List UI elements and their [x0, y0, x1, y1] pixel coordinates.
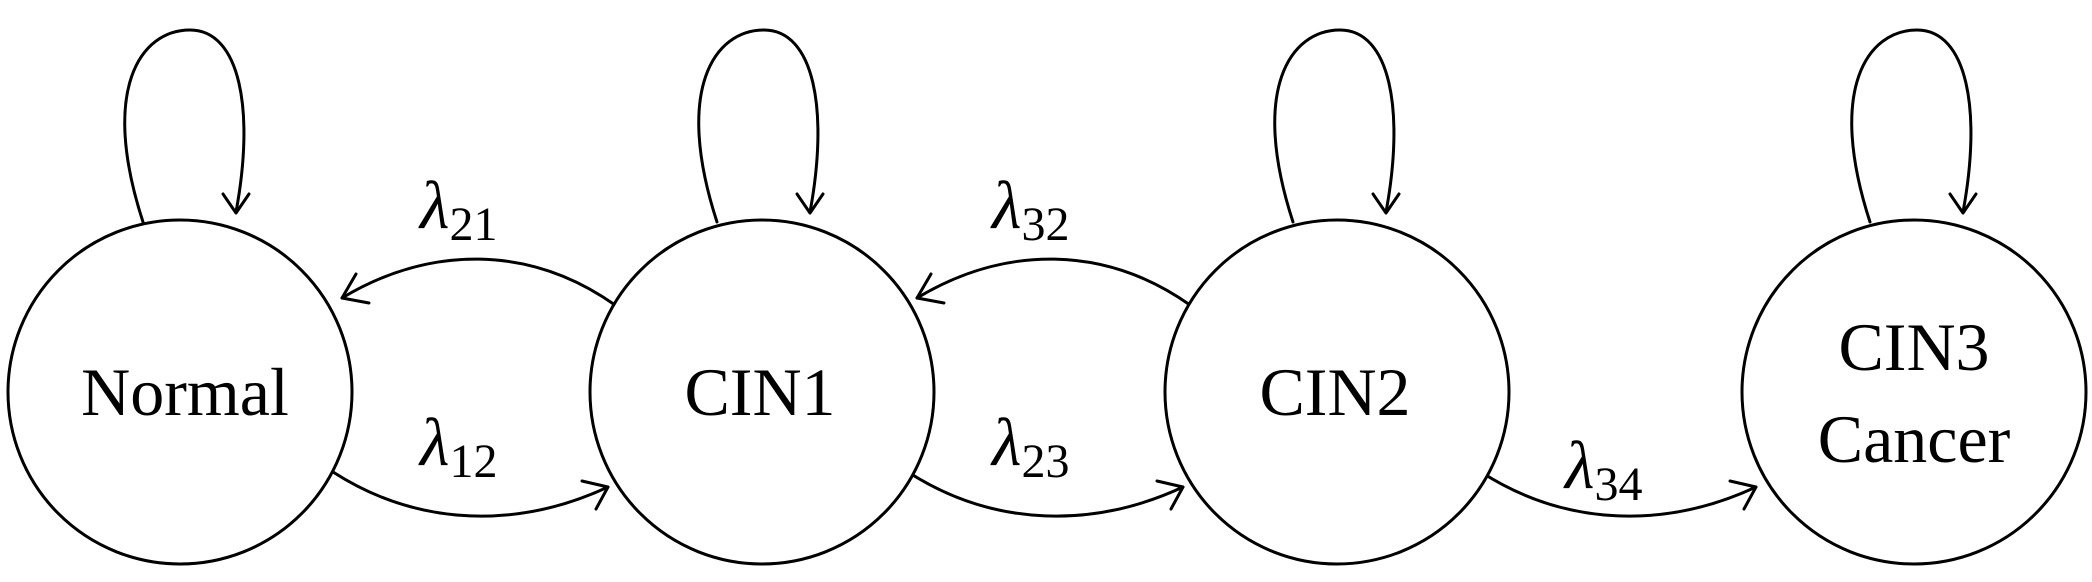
- self-loop-cin2: [1273, 28, 1396, 224]
- transitions: [331, 257, 1758, 518]
- rate-subscript: 23: [1021, 435, 1069, 488]
- arrow-cin2-to-cin1: [915, 257, 1192, 307]
- arrow-normal-to-cin1: [331, 470, 610, 518]
- rate-subscript: 12: [449, 435, 497, 488]
- arrow-cin2-to-cin3-head: [1728, 479, 1758, 511]
- self-loop-cin3: [1850, 28, 1973, 224]
- self-loop-normal-arrowhead: [221, 192, 251, 215]
- state-cin2-label: CIN2: [1259, 354, 1410, 430]
- arrow-cin1-to-normal-head: [340, 272, 371, 305]
- state-cin3-label-line2: Cancer: [1818, 401, 2011, 477]
- rate-subscript: 21: [449, 198, 497, 251]
- rate-label-21: λ21: [418, 167, 497, 251]
- arrow-normal-to-cin1-head: [580, 479, 610, 511]
- state-cin3-circle: [1740, 218, 2088, 566]
- state-cin3-label-line1: CIN3: [1838, 309, 1989, 385]
- state-normal-circle: [6, 218, 354, 566]
- rate-subscript: 34: [1594, 458, 1642, 511]
- arrow-cin2-to-cin3: [1479, 470, 1758, 518]
- rate-symbol: λ: [990, 167, 1021, 243]
- arrow-cin1-to-cin2-head: [1155, 479, 1185, 511]
- rate-symbol: λ: [418, 167, 449, 243]
- arrow-cin1-to-normal: [340, 257, 617, 307]
- rate-symbol: λ: [418, 404, 449, 480]
- arrow-cin2-to-cin1-head: [915, 272, 946, 305]
- states: [6, 218, 2088, 566]
- arrow-cin1-to-cin2: [906, 470, 1185, 518]
- self-loop-cin2-arrowhead: [1371, 192, 1401, 215]
- state-labels: Normal CIN1 CIN2 CIN3 Cancer: [81, 309, 2010, 477]
- self-loop-normal: [123, 28, 246, 224]
- state-cin1-label: CIN1: [684, 354, 835, 430]
- rate-label-12: λ12: [418, 404, 497, 488]
- state-cin2-circle: [1163, 218, 1511, 566]
- state-cin1-circle: [588, 218, 936, 566]
- state-normal-label: Normal: [81, 354, 289, 430]
- rate-label-32: λ32: [990, 167, 1069, 251]
- rate-subscript: 32: [1021, 198, 1069, 251]
- self-loop-cin1: [697, 28, 820, 224]
- rate-label-23: λ23: [990, 404, 1069, 488]
- self-loop-cin1-arrowhead: [795, 192, 825, 215]
- self-loop-cin3-arrowhead: [1948, 192, 1978, 215]
- rate-symbol: λ: [1563, 427, 1594, 503]
- rate-label-34: λ34: [1563, 427, 1642, 511]
- rate-labels: λ21 λ12 λ32 λ23 λ34: [418, 167, 1642, 511]
- rate-symbol: λ: [990, 404, 1021, 480]
- self-loops: [123, 28, 1978, 224]
